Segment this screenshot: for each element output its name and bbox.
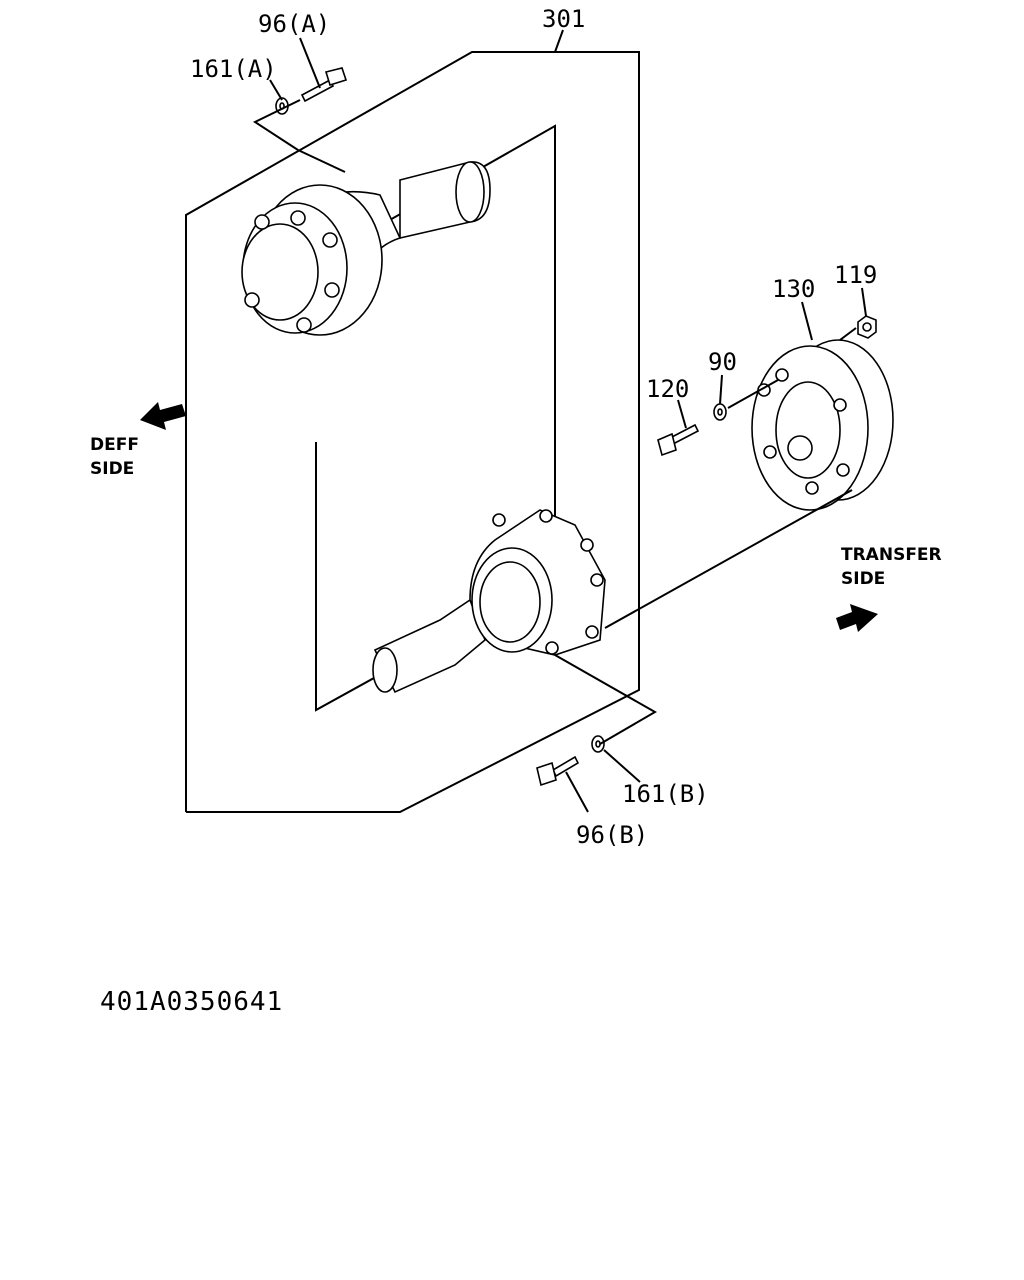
drawing-number: 401A0350641: [100, 987, 283, 1017]
bolt-120: [657, 423, 700, 457]
washer-161b: [591, 735, 605, 753]
washer-90: [713, 403, 727, 421]
label-119: 119: [834, 261, 877, 289]
label-161b: 161(B): [622, 780, 709, 808]
upper-cv-joint: [241, 161, 491, 336]
deff-side-label-line2: SIDE: [90, 459, 134, 479]
lower-cv-joint: [372, 509, 606, 694]
transfer-side-label-line1: TRANSFER: [841, 545, 942, 565]
deff-side-arrow-icon: [140, 402, 186, 430]
label-90: 90: [708, 348, 737, 376]
label-96a: 96(A): [258, 10, 330, 38]
bolt-96b: [536, 755, 580, 787]
label-301: 301: [542, 5, 585, 33]
flange-part: [751, 339, 894, 511]
transfer-side-arrow-icon: [836, 604, 878, 632]
label-96b: 96(B): [576, 821, 648, 849]
nut-119: [857, 315, 877, 339]
leader-lines: [252, 29, 867, 813]
bolt-96a: [300, 67, 348, 103]
label-130: 130: [772, 275, 815, 303]
label-161a: 161(A): [190, 55, 277, 83]
assembly-outline: [185, 51, 640, 813]
label-120: 120: [646, 375, 689, 403]
transfer-side-label-line2: SIDE: [841, 569, 885, 589]
deff-side-label-line1: DEFF: [90, 435, 139, 455]
